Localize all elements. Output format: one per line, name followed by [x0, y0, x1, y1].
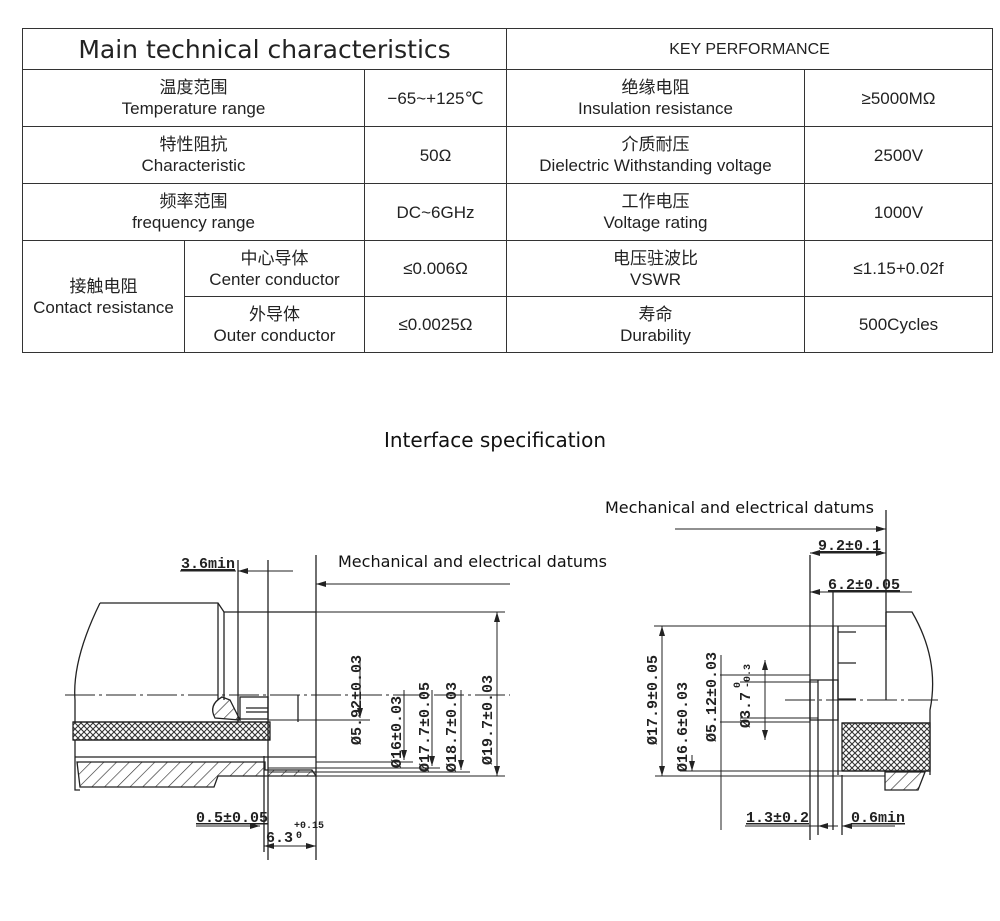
dim-6.3: 6.3: [266, 830, 293, 847]
interface-specification-title: Interface specification: [383, 428, 607, 452]
right-connector-drawing: [654, 510, 940, 840]
left-connector-drawing: [65, 555, 510, 860]
dim-6.2: 6.2±0.05: [828, 577, 900, 594]
param-value: 2500V: [804, 126, 993, 184]
dim-17.9: Ø17.9±0.05: [645, 655, 662, 745]
durability-value: 500Cycles: [804, 296, 993, 353]
main-characteristics-header: Main technical characteristics: [22, 28, 507, 70]
dim-16: Ø16±0.03: [389, 696, 406, 768]
dim-16.6: Ø16.6±0.03: [675, 682, 692, 772]
dim-0.5: 0.5±0.05: [196, 810, 268, 827]
spec-table: Main technical characteristics KEY PERFO…: [22, 28, 993, 353]
key-performance-header: KEY PERFORMANCE: [506, 28, 993, 70]
dim-3.6min: 3.6min: [181, 556, 235, 573]
dim-0.6min: 0.6min: [851, 810, 905, 827]
vswr-value: ≤1.15+0.02f: [804, 240, 993, 297]
dim-19.7: Ø19.7±0.03: [480, 675, 497, 765]
param-value: DC~6GHz: [364, 183, 507, 241]
dim-6.3-upper: +0.15: [294, 821, 324, 832]
dim-18.7: Ø18.7±0.03: [444, 682, 461, 772]
dim-3.7-lower: -0.3: [743, 664, 754, 688]
dim-3.7: Ø3.7: [738, 692, 755, 728]
datum-label: Mechanical and electrical datums: [605, 498, 874, 517]
dim-3.7-upper: 0: [733, 682, 744, 688]
dim-6.3-lower: 0: [296, 831, 302, 842]
dim-5.92: Ø5.92±0.03: [349, 655, 366, 745]
center-conductor-value: ≤0.006Ω: [364, 240, 507, 297]
dim-5.12: Ø5.12±0.03: [704, 652, 721, 742]
left-drawing-labels: Mechanical and electrical datums 3.6min …: [181, 552, 607, 847]
param-value: 50Ω: [364, 126, 507, 184]
param-value: ≥5000MΩ: [804, 69, 993, 127]
param-value: 1000V: [804, 183, 993, 241]
right-drawing-labels: Mechanical and electrical datums 9.2±0.1…: [605, 498, 905, 827]
datum-label: Mechanical and electrical datums: [338, 552, 607, 571]
dim-9.2: 9.2±0.1: [818, 538, 881, 555]
dim-1.3: 1.3±0.2: [746, 810, 809, 827]
dim-17.7: Ø17.7±0.05: [417, 682, 434, 772]
